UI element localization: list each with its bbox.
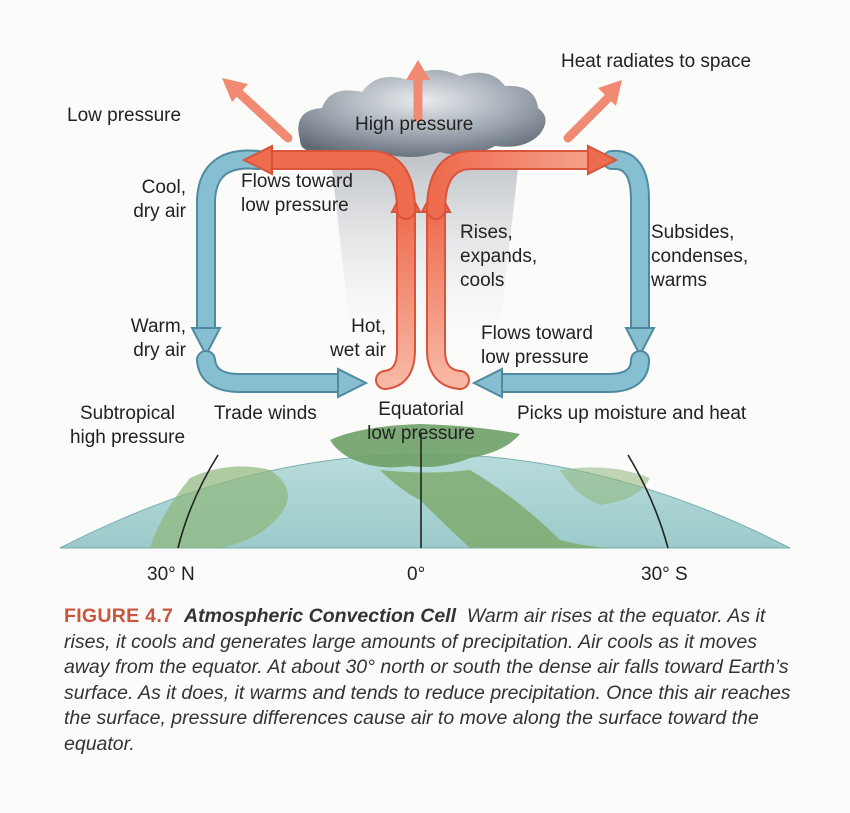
- figure-caption: FIGURE 4.7 Atmospheric Convection Cell W…: [64, 604, 794, 757]
- subsides-condenses-warms-label: Subsides, condenses, warms: [651, 222, 749, 291]
- picks-up-moisture-label: Picks up moisture and heat: [517, 403, 747, 424]
- figure-title: Atmospheric Convection Cell: [184, 605, 457, 627]
- cool-air-arrows: [190, 149, 656, 399]
- flows-toward-low-pressure-top-label: Flows toward low pressure: [241, 171, 353, 216]
- latitude-30s-label: 30° S: [641, 564, 688, 585]
- warm-air-arrows: [222, 60, 622, 390]
- low-pressure-label: Low pressure: [67, 105, 182, 126]
- latitude-0-label: 0°: [407, 564, 426, 585]
- trade-winds-label: Trade winds: [214, 403, 317, 424]
- high-pressure-label: High pressure: [355, 114, 474, 135]
- latitude-30n-label: 30° N: [147, 564, 195, 585]
- warm-dry-air-label: Warm, dry air: [130, 316, 186, 361]
- cool-dry-air-label: Cool, dry air: [133, 177, 186, 222]
- caption-text: Warm air rises at the equator. As it ris…: [64, 605, 791, 755]
- subtropical-high-pressure-label: Subtropical high pressure: [69, 403, 186, 448]
- heat-radiates-label: Heat radiates to space: [561, 51, 752, 72]
- hot-wet-air-label: Hot, wet air: [330, 316, 386, 361]
- flows-toward-low-pressure-bottom-label: Flows toward low pressure: [481, 323, 593, 368]
- figure-number: FIGURE 4.7: [64, 605, 174, 627]
- equatorial-low-pressure-label: Equatorial low pressure: [367, 399, 475, 444]
- convection-cell-diagram: [59, 60, 791, 549]
- rises-expands-cools-label: Rises, expands, cools: [460, 222, 538, 291]
- diagram-canvas: [59, 60, 791, 549]
- earth-surface: [59, 424, 791, 549]
